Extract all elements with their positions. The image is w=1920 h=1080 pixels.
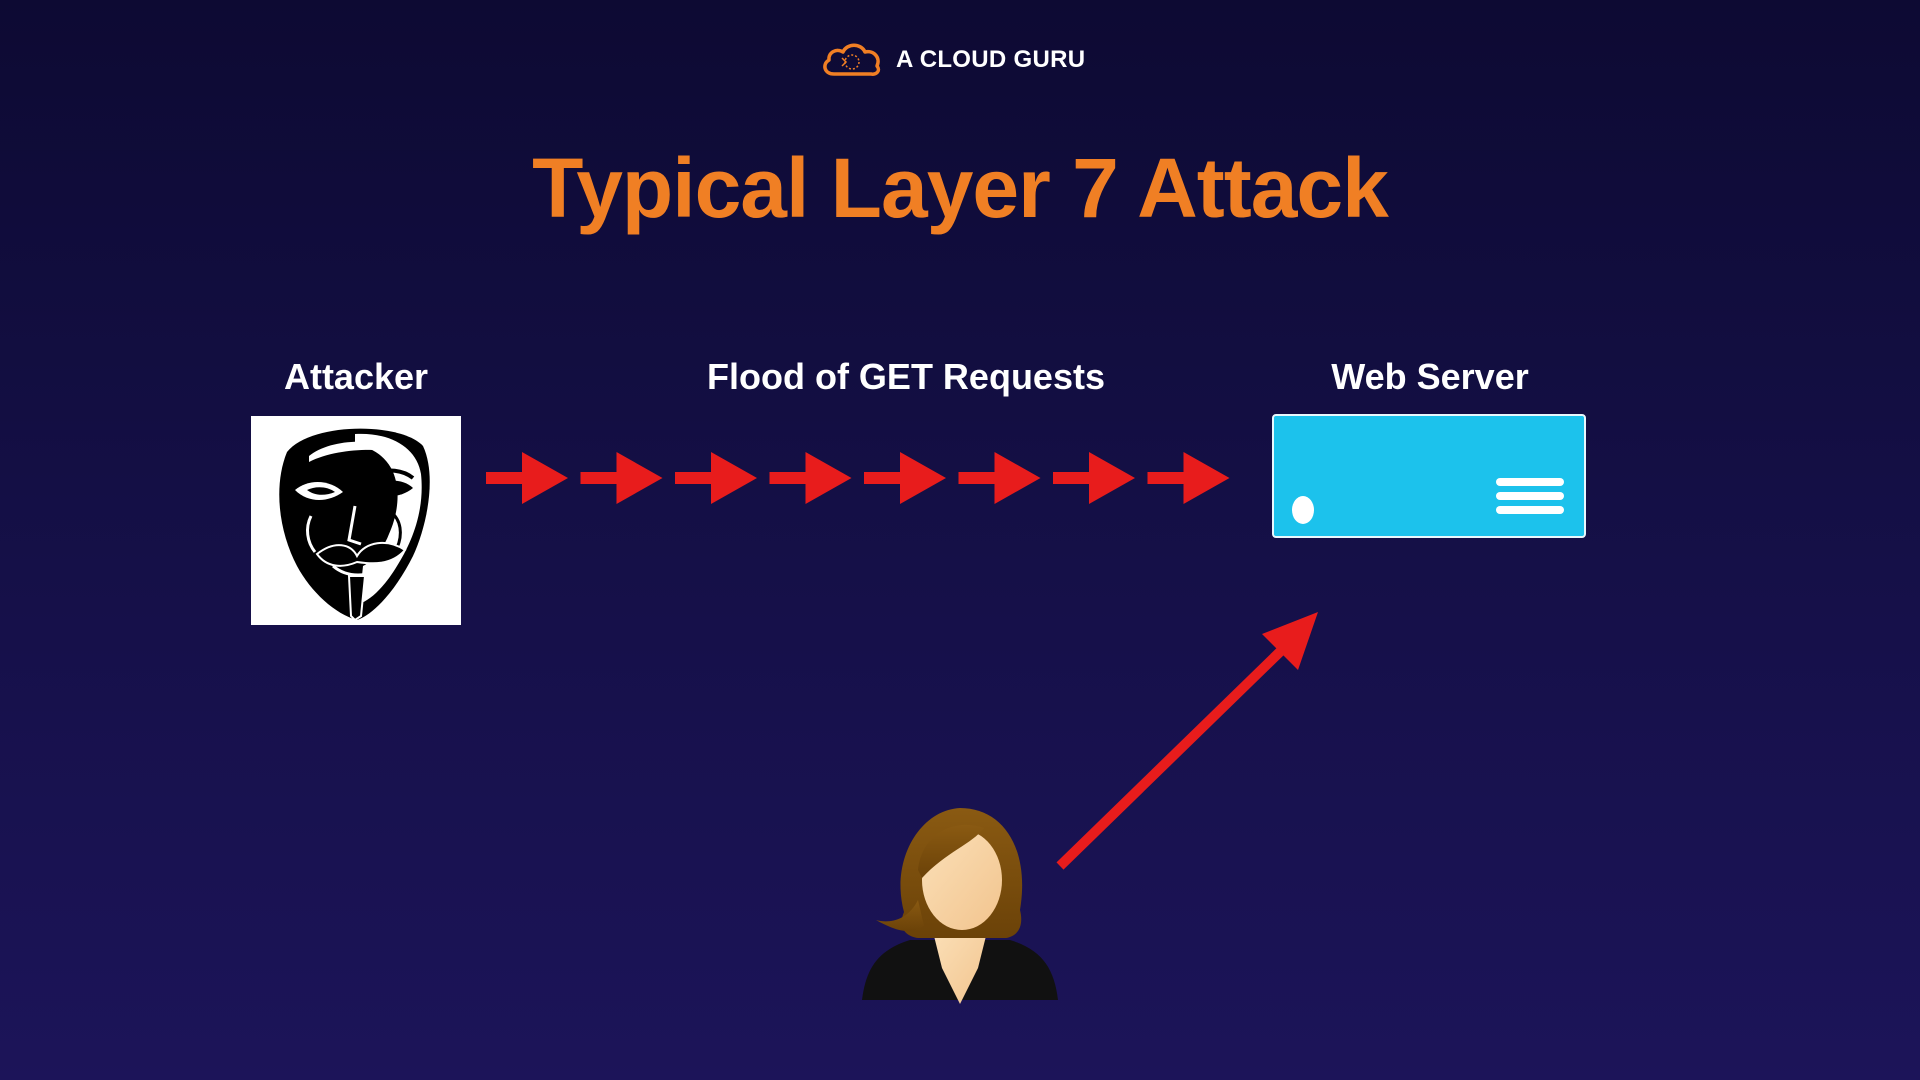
cloud-logo-icon [823, 43, 881, 76]
guy-fawkes-mask-icon [279, 428, 430, 622]
arrow-right-icon [1053, 452, 1135, 504]
flood-label: Flood of GET Requests [706, 356, 1105, 397]
attacker-label: Attacker [283, 356, 429, 397]
attacker-image [251, 416, 461, 625]
server-power-light [1292, 496, 1314, 524]
user-avatar-icon [862, 808, 1058, 1004]
slide-title: Typical Layer 7 Attack [532, 141, 1389, 235]
server-vent-line [1496, 478, 1564, 486]
arrow-right-icon [580, 452, 663, 504]
flood-arrows [486, 452, 1230, 504]
server-label: Web Server [1331, 356, 1529, 397]
arrow-right-icon [958, 452, 1041, 504]
arrow-right-icon [769, 452, 852, 504]
arrow-right-icon [864, 452, 946, 504]
user-request-arrow [1056, 612, 1318, 870]
brand-name: A CLOUD GURU [896, 46, 1086, 73]
arrow-right-icon [675, 452, 757, 504]
brand-header: A CLOUD GURU [820, 38, 1085, 82]
web-server [1272, 414, 1586, 538]
arrow-right-icon [1147, 452, 1230, 504]
server-vent-line [1496, 506, 1564, 514]
server-vent-line [1496, 492, 1564, 500]
arrow-right-icon [486, 452, 568, 504]
